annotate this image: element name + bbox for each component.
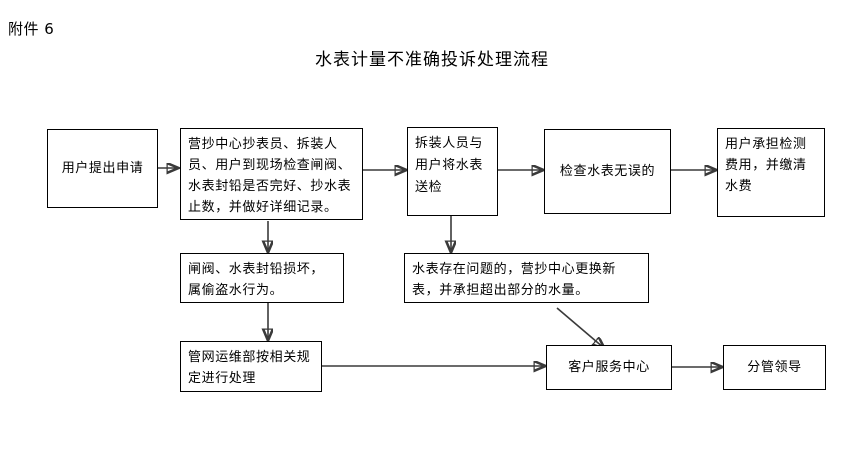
page-title: 水表计量不准确投诉处理流程 xyxy=(315,50,549,70)
node-label: 管网运维部按相关规定进行处理 xyxy=(188,350,311,386)
node-send-meter-for-testing[interactable]: 拆装人员与用户将水表送检 xyxy=(407,127,498,216)
node-label: 客户服务中心 xyxy=(568,360,650,375)
node-onsite-inspection[interactable]: 营抄中心抄表员、拆装人员、用户到现场检查闸阀、水表封铅是否完好、抄水表止数，并做… xyxy=(180,128,363,220)
node-label: 水表存在问题的，营抄中心更换新表，并承担超出部分的水量。 xyxy=(412,262,617,298)
node-label: 分管领导 xyxy=(747,360,802,375)
node-user-application[interactable]: 用户提出申请 xyxy=(47,129,158,208)
node-label: 用户提出申请 xyxy=(61,161,144,176)
node-user-bears-cost[interactable]: 用户承担检测费用，并缴清水费 xyxy=(717,128,825,217)
node-network-dept-handling[interactable]: 管网运维部按相关规定进行处理 xyxy=(180,341,322,392)
node-label: 检查水表无误的 xyxy=(559,164,656,179)
node-label: 闸阀、水表封铅损坏，属偷盗水行为。 xyxy=(188,262,325,298)
node-label: 用户承担检测费用，并缴清水费 xyxy=(725,137,807,194)
node-customer-service-center[interactable]: 客户服务中心 xyxy=(546,345,672,390)
attachment-label: 附件 6 xyxy=(8,20,55,38)
node-meter-problem-replace[interactable]: 水表存在问题的，营抄中心更换新表，并承担超出部分的水量。 xyxy=(404,253,649,303)
node-meter-check-ok[interactable]: 检查水表无误的 xyxy=(544,129,671,214)
node-responsible-leader[interactable]: 分管领导 xyxy=(723,345,826,390)
node-label: 营抄中心抄表员、拆装人员、用户到现场检查闸阀、水表封铅是否完好、抄水表止数，并做… xyxy=(188,137,352,215)
node-seal-damaged-theft[interactable]: 闸阀、水表封铅损坏，属偷盗水行为。 xyxy=(180,253,344,303)
node-label: 拆装人员与用户将水表送检 xyxy=(415,136,484,195)
edge-problem-to-service xyxy=(556,307,604,348)
